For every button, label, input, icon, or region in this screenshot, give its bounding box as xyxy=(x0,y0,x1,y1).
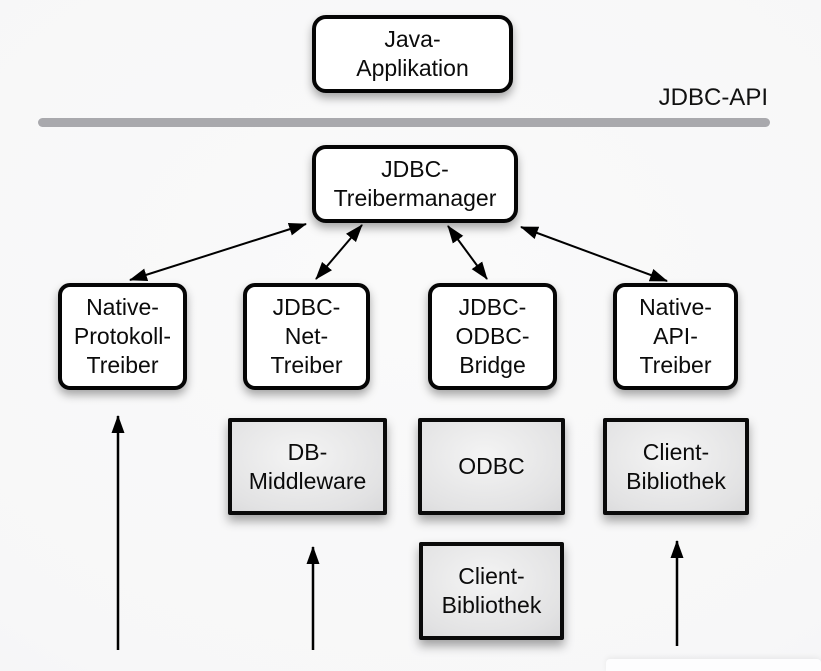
arrow-treibermanager-jdbc-net xyxy=(315,224,363,280)
node-jdbc-treibermanager: JDBC- Treibermanager xyxy=(312,145,518,223)
arrow-treibermanager-native-protokoll xyxy=(129,222,307,282)
node-jdbc-net-treiber: JDBC- Net- Treiber xyxy=(243,283,370,390)
partial-box-bottom-right xyxy=(606,659,821,671)
node-client-bibliothek-unten: Client- Bibliothek xyxy=(419,542,564,640)
arrow-treibermanager-native-api xyxy=(520,226,668,282)
node-native-protokoll-treiber: Native- Protokoll- Treiber xyxy=(58,283,187,390)
node-db-middleware: DB- Middleware xyxy=(228,418,387,515)
node-native-api-treiber: Native- API- Treiber xyxy=(613,283,738,390)
arrow-treibermanager-jdbc-odbc xyxy=(447,225,488,280)
node-odbc: ODBC xyxy=(418,418,565,515)
node-jdbc-odbc-bridge: JDBC- ODBC- Bridge xyxy=(428,283,557,390)
node-client-bibliothek-rechts: Client- Bibliothek xyxy=(603,418,749,515)
node-java-applikation: Java- Applikation xyxy=(312,15,513,93)
jdbc-api-label: JDBC-API xyxy=(658,84,768,111)
jdbc-api-divider-line xyxy=(38,118,770,127)
